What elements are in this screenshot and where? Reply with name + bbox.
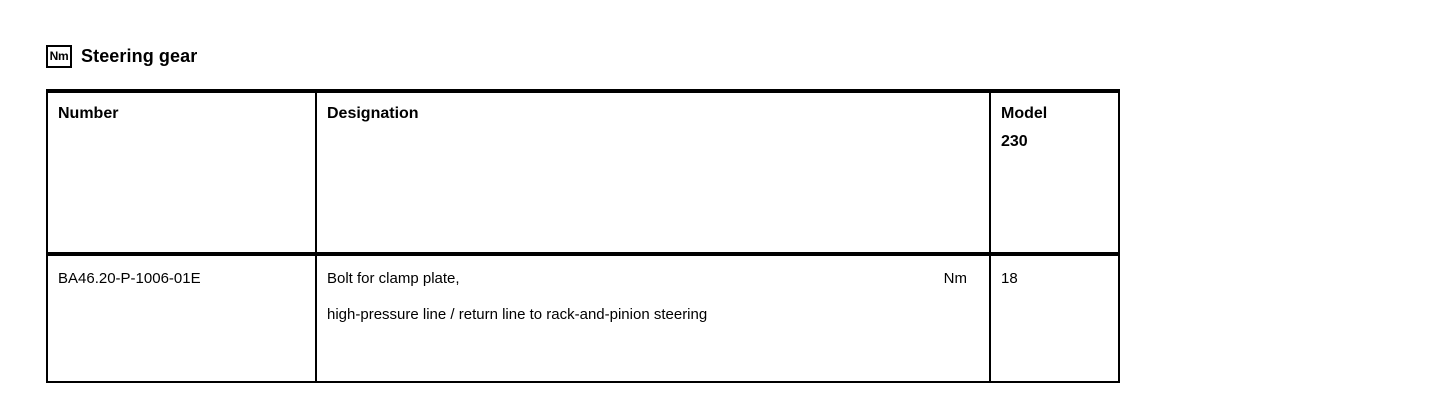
designation-secondary-text: high-pressure line / return line to rack… — [327, 305, 708, 323]
page-title: Steering gear — [81, 45, 198, 66]
designation-primary-text: Bolt for clamp plate, — [327, 270, 460, 287]
column-header-model-value: 230 — [1001, 133, 1028, 150]
column-header-designation-label: Designation — [327, 105, 419, 122]
cell-designation: Bolt for clamp plate, Nm high-pressure l… — [315, 254, 991, 383]
section-heading: Nm Steering gear — [46, 42, 197, 70]
column-header-number-label: Number — [58, 105, 119, 122]
cell-model-value: 18 — [989, 254, 1120, 383]
table-header-row: Number Designation Model 230 — [46, 89, 1120, 256]
column-header-number: Number — [46, 89, 317, 256]
torque-unit-icon: Nm — [46, 44, 72, 68]
designation-body: Bolt for clamp plate, Nm high-pressure l… — [327, 271, 979, 323]
table-header: Number Designation Model 230 — [46, 89, 1120, 256]
designation-primary-row: Bolt for clamp plate, Nm — [327, 271, 979, 287]
column-header-model-label: Model — [1001, 105, 1048, 122]
designation-unit-label: Nm — [943, 270, 967, 287]
column-header-designation: Designation — [315, 89, 991, 256]
column-header-model: Model 230 — [989, 89, 1120, 256]
table-row: BA46.20-P-1006-01E Bolt for clamp plate,… — [46, 254, 1120, 383]
torque-unit-icon-label: Nm — [49, 49, 69, 63]
specification-table: Number Designation Model 230 BA46.20-P-1… — [46, 89, 1120, 383]
cell-number: BA46.20-P-1006-01E — [46, 254, 317, 383]
table-body: BA46.20-P-1006-01E Bolt for clamp plate,… — [46, 254, 1120, 383]
